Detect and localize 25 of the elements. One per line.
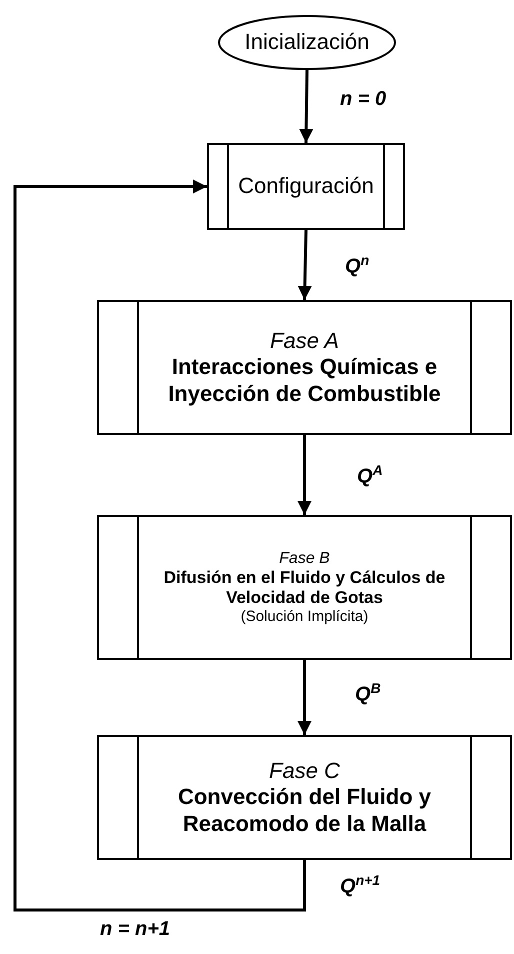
arrow bbox=[298, 230, 312, 300]
start-ellipse bbox=[218, 15, 396, 70]
arrow bbox=[298, 660, 312, 735]
arrow bbox=[298, 435, 312, 515]
arrow bbox=[299, 70, 314, 144]
edge-label: Q$^{A}$ bbox=[357, 462, 383, 489]
arrow bbox=[14, 180, 306, 912]
edge-label: Q$^{n}$ bbox=[345, 252, 370, 279]
process-box bbox=[97, 735, 512, 860]
node-label: Configuración bbox=[238, 173, 374, 200]
phase-title: Interacciones Químicas e Inyección de Combustible bbox=[167, 354, 442, 408]
node-label: Inicialización bbox=[244, 29, 370, 56]
process-box bbox=[207, 143, 405, 230]
edge-label: n = 0 bbox=[340, 88, 386, 111]
phase-label: Fase C bbox=[269, 758, 340, 784]
counter-label: n = n+1 bbox=[100, 918, 170, 941]
edge-label: Q$^{B}$ bbox=[355, 680, 381, 707]
phase-title: Convección del Fluido y Reacomodo de la Malla bbox=[176, 784, 432, 838]
phase-label: Fase B bbox=[279, 548, 330, 568]
phase-label: Fase A bbox=[270, 328, 339, 354]
edge-label: Q$^{n+1}$ bbox=[340, 872, 380, 899]
process-box bbox=[97, 515, 512, 660]
process-box bbox=[97, 300, 512, 435]
phase-title: Difusión en el Fluido y Cálculos de Velocidad de Gotas bbox=[162, 568, 446, 608]
phase-note: (Solución Implícita) bbox=[240, 608, 368, 626]
